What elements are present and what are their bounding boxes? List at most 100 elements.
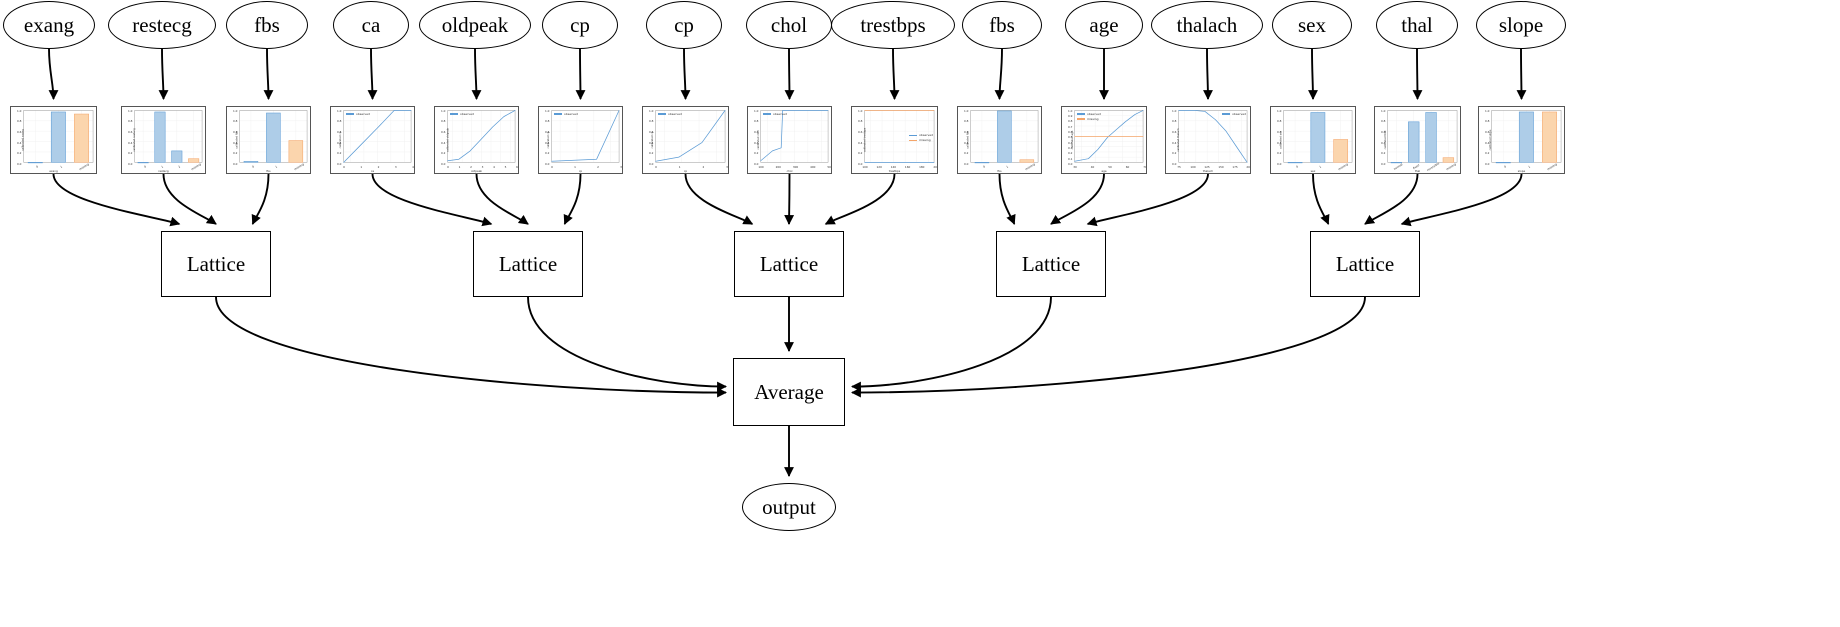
edge-input-to-plot-7 bbox=[784, 48, 795, 100]
x-tick-label: 500 bbox=[827, 165, 831, 169]
node-label: chol bbox=[770, 12, 808, 37]
average-node[interactable]: Average bbox=[733, 358, 845, 426]
edge-plot-to-lattice-6 bbox=[684, 173, 754, 225]
input-node-age-10[interactable]: age bbox=[1065, 1, 1143, 49]
input-node-fbs-9[interactable]: fbs bbox=[962, 1, 1042, 49]
x-axis-label: cp bbox=[578, 169, 583, 173]
input-node-cp-6[interactable]: cp bbox=[646, 1, 722, 49]
y-tick-label: 0.5 bbox=[1068, 135, 1073, 140]
node-label: fbs bbox=[254, 12, 280, 37]
plot-legend: observed bbox=[554, 112, 578, 117]
plot-canvas: 1.00.80.60.40.20.0100200300400500calibra… bbox=[748, 107, 831, 174]
x-tick-label: 180 bbox=[919, 165, 925, 169]
node-label: cp bbox=[674, 12, 694, 37]
edge-input-to-plot-6 bbox=[680, 48, 691, 100]
lattice-node-0[interactable]: Lattice bbox=[161, 231, 271, 297]
x-axis-label: exang bbox=[49, 169, 58, 173]
y-tick-label: 0.4 bbox=[128, 140, 133, 145]
edge-plot-to-lattice-7 bbox=[784, 173, 795, 225]
input-node-slope-14[interactable]: slope bbox=[1476, 1, 1566, 49]
y-tick-label: 0.6 bbox=[1277, 129, 1282, 134]
y-tick-label: 1.0 bbox=[649, 108, 654, 113]
node-label: sex bbox=[1298, 12, 1326, 37]
y-tick-label: 0.9 bbox=[1068, 113, 1073, 118]
x-tick-label: 50 bbox=[1108, 165, 1112, 169]
y-tick-label: 0.8 bbox=[441, 119, 446, 124]
x-tick-label: 1 bbox=[458, 165, 461, 169]
lattice-node-2[interactable]: Lattice bbox=[734, 231, 844, 297]
legend-label: missing bbox=[919, 137, 931, 142]
edge-plot-to-lattice-13 bbox=[1364, 173, 1419, 225]
legend-label: missing bbox=[1087, 116, 1099, 121]
edge-input-to-plot-13 bbox=[1412, 48, 1423, 100]
x-tick-label: 4 bbox=[412, 165, 414, 169]
output-node[interactable]: output bbox=[742, 483, 836, 531]
x-tick-label: 70 bbox=[1143, 165, 1147, 169]
x-tick-label: 160 bbox=[904, 165, 911, 169]
y-tick-label: 0.8 bbox=[964, 119, 969, 124]
y-tick-label: 1.0 bbox=[1172, 108, 1177, 113]
y-tick-label: 1.0 bbox=[754, 108, 759, 113]
y-tick-label: 1.0 bbox=[1381, 108, 1386, 113]
y-tick-label: 0.6 bbox=[858, 129, 863, 134]
node-label: oldpeak bbox=[441, 12, 509, 37]
input-node-fbs-2[interactable]: fbs bbox=[226, 1, 308, 49]
edge-lattice-to-average-0 bbox=[215, 296, 727, 398]
input-node-thalach-11[interactable]: thalach bbox=[1151, 1, 1263, 49]
y-tick-label: 0.6 bbox=[1485, 129, 1490, 134]
edge-input-to-plot-4 bbox=[471, 48, 482, 100]
plot-panel-trestbps-8: 1.00.80.60.40.20.0100120140160180200cali… bbox=[851, 106, 938, 174]
lattice-node-1[interactable]: Lattice bbox=[473, 231, 583, 297]
legend-swatch bbox=[450, 113, 458, 115]
input-node-thal-13[interactable]: thal bbox=[1376, 1, 1458, 49]
y-tick-label: 0.0 bbox=[441, 162, 446, 166]
input-node-sex-12[interactable]: sex bbox=[1272, 1, 1352, 49]
lattice-node-4[interactable]: Lattice bbox=[1310, 231, 1420, 297]
x-tick-label: 0 bbox=[551, 165, 553, 169]
node-label: output bbox=[762, 494, 816, 519]
plot-panel-chol-7: 1.00.80.60.40.20.0100200300400500calibra… bbox=[747, 106, 832, 174]
y-tick-label: 0.6 bbox=[337, 129, 342, 134]
legend-swatch bbox=[909, 134, 918, 137]
y-axis-label: calibrated sex bbox=[1279, 130, 1283, 150]
input-node-ca-3[interactable]: ca bbox=[333, 1, 409, 49]
x-tick-label: 400 bbox=[810, 165, 816, 169]
y-tick-label: 0.8 bbox=[1277, 119, 1282, 124]
input-node-exang-0[interactable]: exang bbox=[3, 1, 95, 49]
y-axis-label: calibrated age bbox=[1070, 130, 1074, 150]
y-tick-label: 1.0 bbox=[17, 108, 22, 113]
y-tick-label: 0.2 bbox=[1485, 151, 1490, 156]
y-tick-label: 0.0 bbox=[17, 162, 22, 166]
edge-input-to-plot-8 bbox=[889, 48, 900, 100]
input-node-chol-7[interactable]: chol bbox=[746, 1, 832, 49]
input-node-cp-5[interactable]: cp bbox=[542, 1, 618, 49]
x-tick-label: 3 bbox=[620, 165, 622, 169]
y-tick-label: 0.2 bbox=[964, 151, 969, 156]
y-axis-label: calibrated cp bbox=[546, 131, 550, 149]
edge-plot-to-lattice-3 bbox=[371, 173, 493, 227]
y-tick-label: 0.2 bbox=[17, 151, 22, 156]
x-tick-label: 150 bbox=[1218, 165, 1224, 169]
y-axis-label: calibrated fbs bbox=[235, 131, 239, 149]
x-axis-label: thal bbox=[1414, 169, 1421, 173]
y-tick-label: 0.2 bbox=[1172, 151, 1177, 156]
y-tick-label: 0.6 bbox=[649, 129, 654, 134]
plot-legend: observed bbox=[1222, 112, 1246, 117]
input-node-restecg-1[interactable]: restecg bbox=[108, 1, 216, 49]
x-tick-label: 2 bbox=[470, 165, 472, 169]
lattice-node-3[interactable]: Lattice bbox=[996, 231, 1106, 297]
x-tick-label: 100 bbox=[862, 165, 868, 169]
input-node-oldpeak-4[interactable]: oldpeak bbox=[419, 1, 531, 49]
node-label: cp bbox=[570, 12, 590, 37]
x-axis-label: cp bbox=[683, 169, 688, 173]
y-tick-label: 0.6 bbox=[441, 129, 446, 134]
legend-entry: missing bbox=[1077, 117, 1101, 122]
input-node-trestbps-8[interactable]: trestbps bbox=[831, 1, 955, 49]
y-tick-label: 0.6 bbox=[1381, 129, 1386, 134]
y-axis-label: calibrated thalach bbox=[1177, 128, 1181, 152]
